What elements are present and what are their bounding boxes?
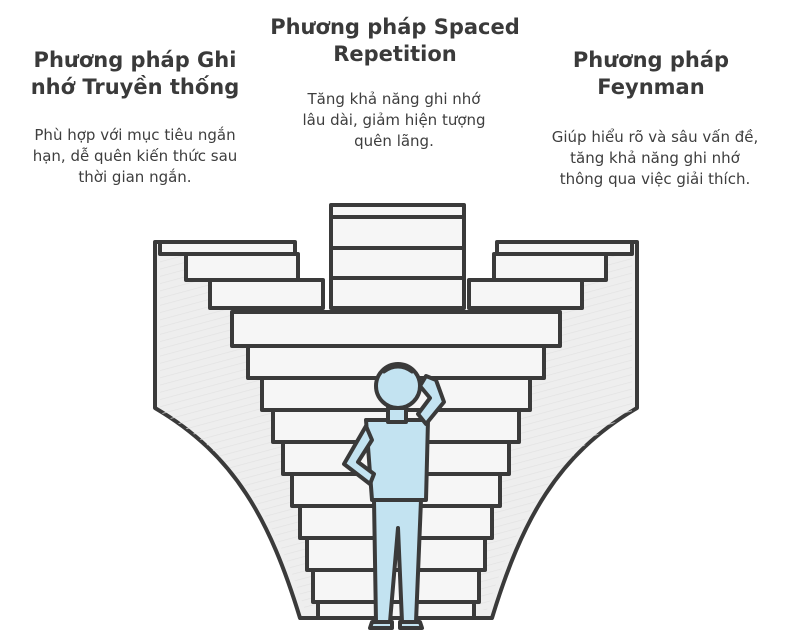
feynman-method-description: Giúp hiểu rõ và sâu vấn đề, tăng khả năn… [551, 128, 759, 188]
spaced-repetition-title: Phương pháp Spaced Repetition [270, 15, 520, 66]
traditional-method-description: Phù hợp với mục tiêu ngắn hạn, dễ quên k… [32, 126, 238, 186]
left-stairs [158, 240, 325, 310]
person-scratching-head-icon [342, 362, 446, 630]
feynman-method-title: Phương pháp Feynman [572, 48, 730, 99]
traditional-method-title: Phương pháp Ghi nhớ Truyền thống [30, 48, 240, 99]
right-stairs [467, 240, 634, 310]
central-tower [329, 203, 466, 310]
spaced-repetition-description: Tăng khả năng ghi nhớ lâu dài, giảm hiện… [302, 90, 486, 150]
